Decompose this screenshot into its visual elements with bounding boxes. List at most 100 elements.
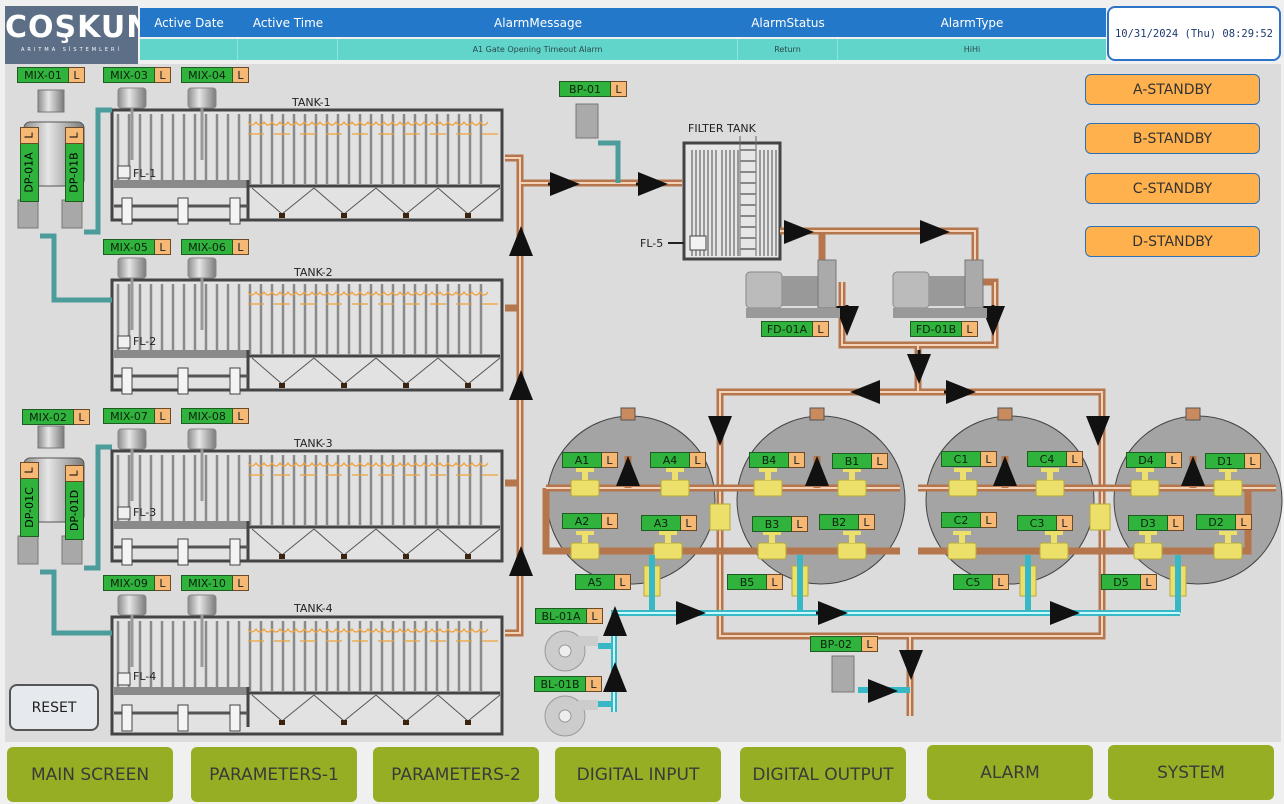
mix03-mode: L xyxy=(155,67,171,83)
mix09-name: MIX-09 xyxy=(103,575,155,591)
fd01b-name: FD-01B xyxy=(910,321,962,337)
booster-pump-bp01 xyxy=(575,103,621,183)
tank-2 xyxy=(110,257,504,395)
a5-name: A5 xyxy=(575,574,615,590)
c1-name: C1 xyxy=(941,451,981,467)
mix02-name: MIX-02 xyxy=(22,409,74,425)
d4-mode: L xyxy=(1166,452,1182,468)
fd01a-name: FD-01A xyxy=(761,321,813,337)
alarm-table-row[interactable]: A1 Gate Opening Timeout Alarm Return HiH… xyxy=(140,39,1106,60)
b5-name: B5 xyxy=(727,574,767,590)
blower-bl01a xyxy=(544,630,598,672)
d3-name: D3 xyxy=(1128,515,1168,531)
nav-alarm[interactable]: ALARM xyxy=(927,745,1093,800)
booster-pump-bp02 xyxy=(831,655,855,693)
mix04-name: MIX-04 xyxy=(181,67,233,83)
tank-1 xyxy=(110,87,504,225)
c5-name: C5 xyxy=(953,574,993,590)
mix06-name: MIX-06 xyxy=(181,239,233,255)
a5-mode: L xyxy=(615,574,631,590)
a4-mode: L xyxy=(690,452,706,468)
mix07-mode: L xyxy=(155,408,171,424)
bp02-mode: L xyxy=(862,636,878,652)
mix06-mode: L xyxy=(233,239,249,255)
mix08-mode: L xyxy=(233,408,249,424)
tank-1-label: TANK-1 xyxy=(292,96,331,109)
d5-mode: L xyxy=(1141,574,1157,590)
b3-mode: L xyxy=(792,516,808,532)
c-standby-button[interactable]: C-STANDBY xyxy=(1085,173,1260,204)
reset-button[interactable]: RESET xyxy=(9,684,99,731)
flow-arrows xyxy=(509,172,668,576)
cell-alarm-message: A1 Gate Opening Timeout Alarm xyxy=(338,39,738,60)
a-standby-button[interactable]: A-STANDBY xyxy=(1085,74,1260,105)
column-active-date: Active Date xyxy=(154,15,224,30)
level-switch-fl2: FL-2 xyxy=(133,335,157,348)
nav-parameters-1[interactable]: PARAMETERS-1 xyxy=(191,747,357,802)
alarm-table-header: Active Date Active Time AlarmMessage Ala… xyxy=(140,8,1106,37)
b5-mode: L xyxy=(767,574,783,590)
dp01a-mode: L xyxy=(22,132,36,139)
b4-mode: L xyxy=(789,452,805,468)
b-standby-button[interactable]: B-STANDBY xyxy=(1085,123,1260,154)
tank-4-label: TANK-4 xyxy=(294,602,333,615)
tank-4 xyxy=(110,594,504,736)
nav-parameters-2[interactable]: PARAMETERS-2 xyxy=(373,747,539,802)
bl01b-name: BL-01B xyxy=(534,676,586,692)
d3-mode: L xyxy=(1168,515,1184,531)
b1-name: B1 xyxy=(832,453,872,469)
a1-name: A1 xyxy=(562,452,602,468)
level-switch-fl1: FL-1 xyxy=(133,167,157,180)
cell-alarm-type: HiHi xyxy=(963,45,981,54)
mix02-mode: L xyxy=(74,409,90,425)
mix05-name: MIX-05 xyxy=(103,239,155,255)
nav-main-screen[interactable]: MAIN SCREEN xyxy=(7,747,173,802)
c2-mode: L xyxy=(981,512,997,528)
mix01-name: MIX-01 xyxy=(17,67,69,83)
nav-digital-output[interactable]: DIGITAL OUTPUT xyxy=(740,747,906,802)
nav-system[interactable]: SYSTEM xyxy=(1108,745,1274,800)
nav-digital-input[interactable]: DIGITAL INPUT xyxy=(555,747,721,802)
d-standby-button[interactable]: D-STANDBY xyxy=(1085,226,1260,257)
